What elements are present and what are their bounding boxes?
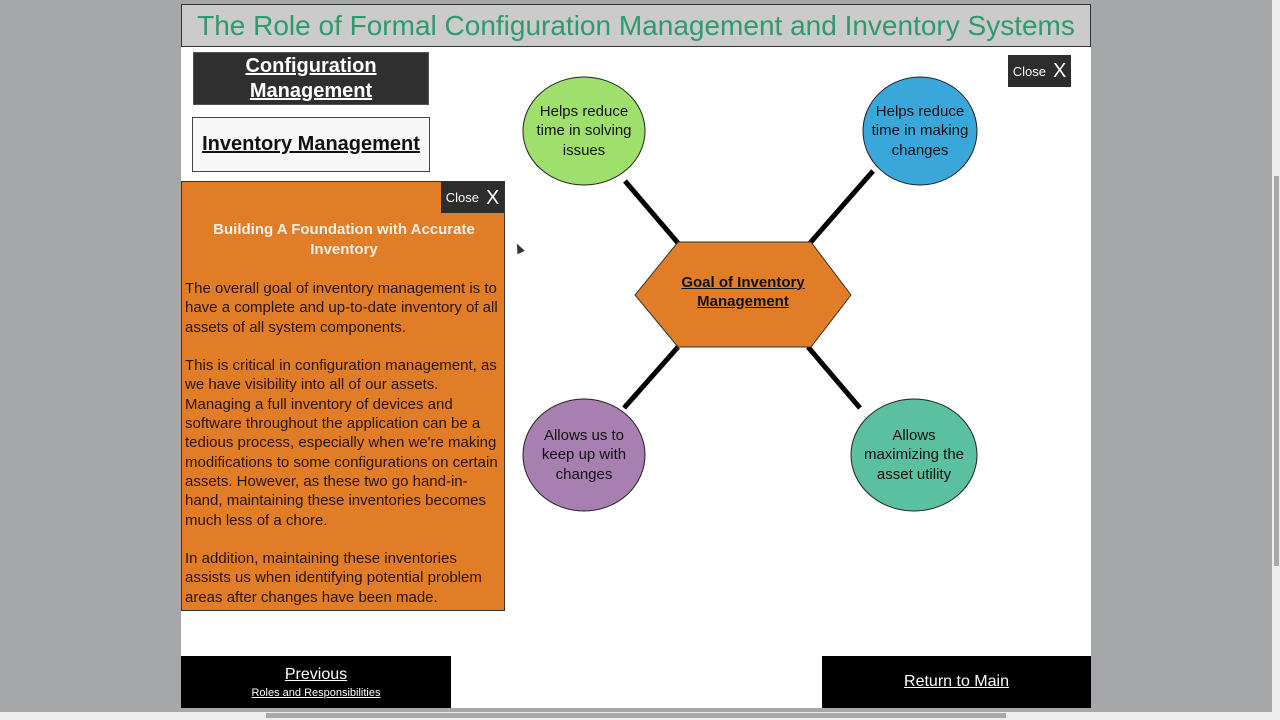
connector-bottom-left <box>622 345 680 410</box>
close-label: Close <box>445 190 479 205</box>
return-to-main-label: Return to Main <box>904 673 1009 690</box>
panel-body: The overall goal of inventory management… <box>185 279 503 626</box>
node-label-bottom-right: Allows maximizing the asset utility <box>863 426 965 483</box>
diagram-close-button[interactable]: Close X <box>1008 55 1071 87</box>
node-label-top-left: Helps reduce time in solving issues <box>536 102 632 159</box>
node-label-top-right: Helps reduce time in making changes <box>871 102 969 159</box>
panel-paragraph: This is critical in configuration manage… <box>185 357 498 529</box>
horizontal-scrollbar-thumb[interactable] <box>266 713 1006 718</box>
close-icon: X <box>1052 60 1067 82</box>
connector-top-right <box>808 169 875 245</box>
panel-paragraph: The overall goal of inventory management… <box>185 280 498 336</box>
previous-button[interactable]: Previous Roles and Responsibilities <box>181 656 451 708</box>
previous-sublabel: Roles and Responsibilities <box>251 686 381 699</box>
tab-configuration-management[interactable]: Configuration Management <box>193 52 429 105</box>
panel-title: Building A Foundation with Accurate Inve… <box>213 221 475 258</box>
tab-inventory-management[interactable]: Inventory Management <box>192 117 430 172</box>
previous-label: Previous <box>284 665 348 683</box>
lesson-page: The Role of Formal Configuration Managem… <box>181 4 1091 708</box>
panel-paragraph: In addition, maintaining these inventori… <box>185 550 482 606</box>
return-to-main-button[interactable]: Return to Main <box>822 656 1091 708</box>
info-panel: Close X Building A Foundation with Accur… <box>181 181 505 611</box>
close-icon: X <box>485 186 500 209</box>
connector-bottom-right <box>806 345 862 410</box>
page-title: The Role of Formal Configuration Managem… <box>197 9 1075 41</box>
node-label-bottom-left: Allows us to keep up with changes <box>541 426 627 483</box>
page-header: The Role of Formal Configuration Managem… <box>181 4 1091 47</box>
panel-close-button[interactable]: Close X <box>441 182 504 213</box>
vertical-scrollbar-thumb[interactable] <box>1274 176 1279 566</box>
connector-top-left <box>623 179 680 245</box>
center-label[interactable]: Goal of Inventory Management <box>681 273 805 311</box>
close-label: Close <box>1012 63 1046 79</box>
